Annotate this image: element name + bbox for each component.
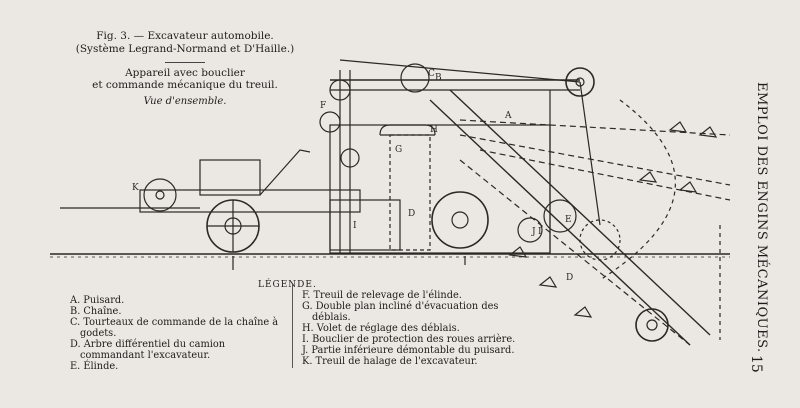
legend-item: E. Élinde.	[70, 361, 119, 372]
figure-description-1: Appareil avec bouclier	[125, 67, 245, 79]
legend-item: I. Bouclier de protection des roues arri…	[302, 334, 516, 345]
legend-item: D. Arbre différentiel du camion commanda…	[70, 339, 226, 361]
svg-text:C: C	[428, 69, 435, 79]
figure-system: (Système Legrand-Normand et D'Haille.)	[75, 43, 295, 55]
legend-left-column: A. Puisard. B. Chaîne. C. Tourteaux de c…	[70, 295, 285, 372]
legend-title: LÉGENDE.	[258, 280, 317, 290]
legend-item: K. Treuil de halage de l'excavateur.	[302, 356, 478, 367]
running-header: EMPLOI DES ENGINS MÉCANIQUES.	[754, 82, 769, 353]
figure-view: Vue d'ensemble.	[143, 96, 227, 107]
page-number: 15	[748, 355, 764, 373]
figure-description-2: et commande mécanique du treuil.	[92, 79, 278, 91]
svg-text:K: K	[132, 183, 139, 193]
svg-text:G: G	[395, 145, 402, 155]
legend-divider	[292, 284, 293, 368]
svg-text:I: I	[538, 227, 542, 237]
svg-text:D: D	[408, 209, 415, 219]
legend-right-column: F. Treuil de relevage de l'élinde. G. Do…	[302, 290, 537, 367]
svg-text:B: B	[435, 73, 442, 83]
legend-item: F. Treuil de relevage de l'élinde.	[302, 290, 462, 301]
figure-caption: Fig. 3. — Excavateur automobile. (Systèm…	[70, 30, 300, 108]
legend-item: H. Volet de réglage des déblais.	[302, 323, 460, 334]
excavator-drawing: A B C D E F G H I J K I D	[40, 40, 740, 360]
legend-item: B. Chaîne.	[70, 306, 122, 317]
svg-text:D: D	[566, 273, 573, 283]
legend-item: A. Puisard.	[70, 295, 125, 306]
svg-text:E: E	[565, 215, 572, 225]
legend-item: G. Double plan incliné d'évacuation des …	[302, 301, 499, 323]
svg-text:F: F	[320, 101, 326, 111]
caption-divider	[165, 62, 205, 63]
svg-text:A: A	[504, 111, 512, 121]
svg-text:J: J	[531, 227, 536, 237]
figure-title: Fig. 3. — Excavateur automobile.	[96, 30, 274, 42]
svg-text:H: H	[430, 125, 438, 135]
svg-text:I: I	[353, 221, 357, 231]
legend-item: C. Tourteaux de commande de la chaîne à …	[70, 317, 279, 339]
excavator-illustration: A B C D E F G H I J K I D	[50, 59, 731, 346]
legend-item: J. Partie inférieure démontable du puisa…	[302, 345, 515, 356]
